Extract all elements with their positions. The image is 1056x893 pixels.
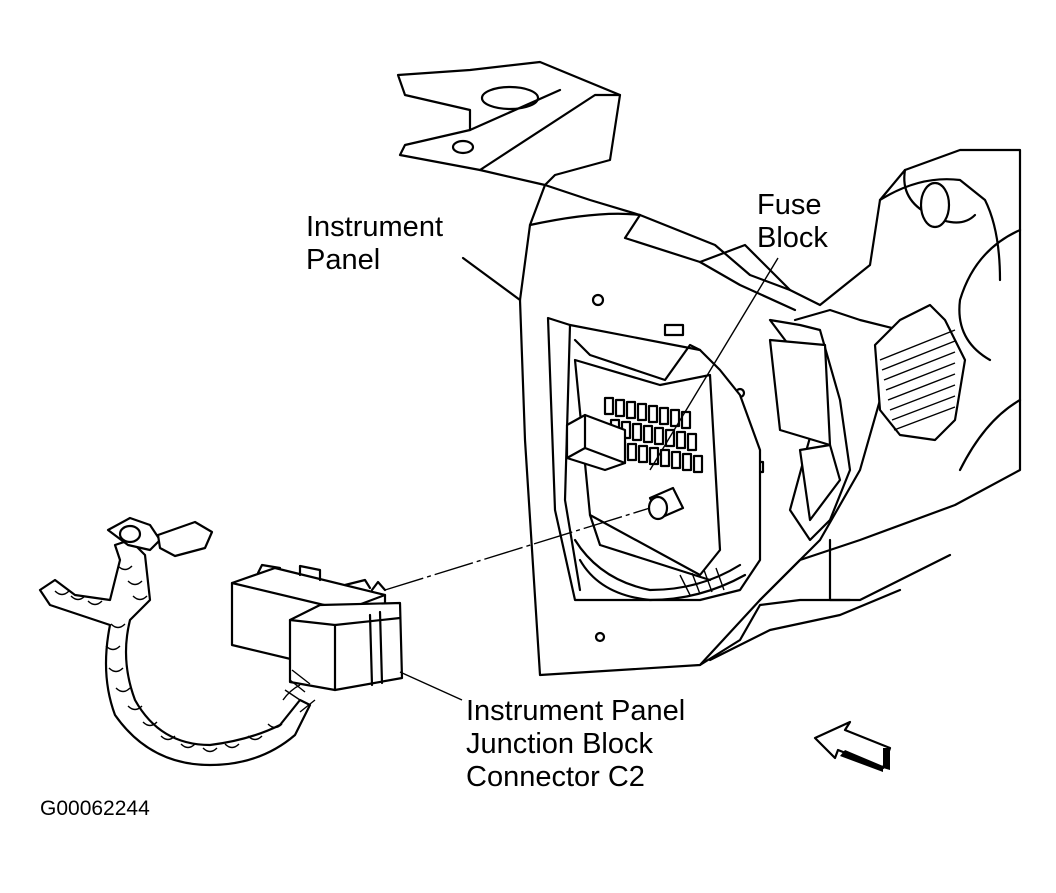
connector-c2 [230, 563, 404, 692]
receptacle [647, 486, 685, 521]
recess-wiring [573, 538, 747, 602]
wiring-harness [38, 516, 316, 767]
leader-lines [399, 256, 779, 701]
relay [565, 413, 627, 472]
view-arrow [813, 720, 892, 772]
steering-column-area [698, 303, 967, 667]
alignment-line [384, 507, 651, 591]
upper-bracket [396, 60, 622, 187]
figure-code: G00062244 [40, 797, 150, 820]
